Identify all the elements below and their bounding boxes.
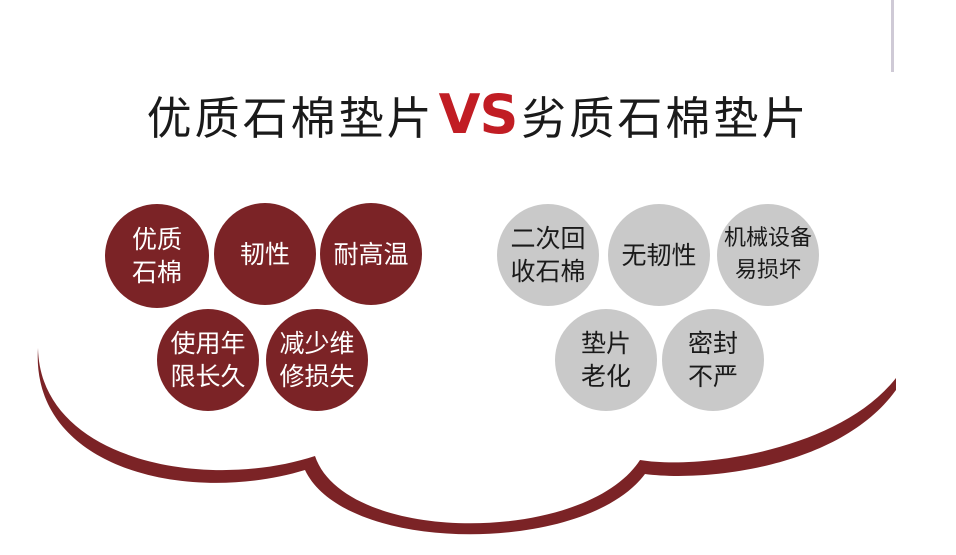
- bad-feature-circle: 密封 不严: [662, 309, 764, 411]
- good-feature-label: 减少维 修损失: [279, 329, 355, 391]
- bad-feature-label: 二次回 收石棉: [510, 224, 586, 286]
- good-feature-label: 使用年 限长久: [170, 329, 246, 391]
- good-feature-circle: 优质 石棉: [105, 204, 209, 308]
- bad-feature-label: 无韧性: [621, 240, 697, 270]
- good-feature-circle: 耐高温: [320, 203, 422, 305]
- good-feature-label: 韧性: [239, 239, 290, 269]
- good-feature-circle: 使用年 限长久: [157, 309, 259, 411]
- scroll-edge-bar: [891, 0, 894, 72]
- bad-feature-circle: 垫片 老化: [555, 309, 657, 411]
- title-bad: 劣质石棉垫片: [521, 91, 810, 145]
- page-title: 优质石棉垫片 VS 劣质石棉垫片: [0, 76, 956, 152]
- good-feature-label: 耐高温: [333, 239, 409, 269]
- bad-feature-label: 垫片 老化: [580, 329, 631, 391]
- bad-feature-circle: 机械设备 易损坏: [717, 204, 819, 306]
- bad-feature-label: 机械设备 易损坏: [723, 226, 812, 283]
- good-feature-circle: 减少维 修损失: [266, 309, 368, 411]
- bad-feature-label: 密封 不严: [687, 329, 738, 391]
- title-good: 优质石棉垫片: [146, 91, 435, 145]
- title-vs: VS: [438, 82, 519, 146]
- bad-feature-circle: 二次回 收石棉: [497, 204, 599, 306]
- good-feature-label: 优质 石棉: [131, 225, 182, 287]
- bad-feature-circle: 无韧性: [608, 204, 710, 306]
- good-feature-circle: 韧性: [214, 203, 316, 305]
